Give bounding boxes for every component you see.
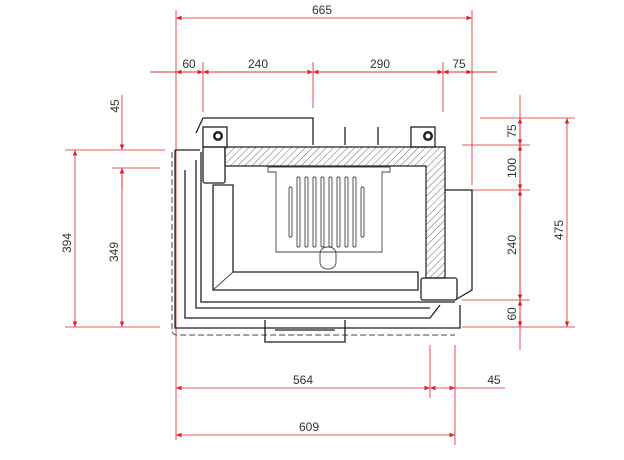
dim-right-overall: 475 — [552, 220, 566, 240]
dim-left-outer-height: 394 — [60, 233, 74, 253]
dim-left-inner-height: 349 — [107, 242, 121, 262]
dim-right-seg-2: 100 — [505, 158, 519, 178]
fireplace-plan — [171, 117, 473, 343]
grate-bars — [288, 176, 365, 248]
dim-right-seg-3: 240 — [505, 235, 519, 255]
dim-top-seg-1: 60 — [182, 57, 196, 71]
dim-right-seg-1: 75 — [505, 124, 519, 138]
dim-bottom-overall: 609 — [299, 420, 319, 434]
dim-top-seg-4: 75 — [452, 57, 466, 71]
dim-bottom-offset: 45 — [487, 373, 501, 387]
dim-top-seg-3: 290 — [370, 57, 390, 71]
dim-top-seg-2: 240 — [248, 57, 268, 71]
dim-left-top-offset: 45 — [108, 99, 122, 113]
dim-top-overall: 665 — [312, 3, 332, 17]
dim-right-seg-4: 60 — [505, 307, 519, 321]
dim-bottom-width: 564 — [293, 373, 313, 387]
